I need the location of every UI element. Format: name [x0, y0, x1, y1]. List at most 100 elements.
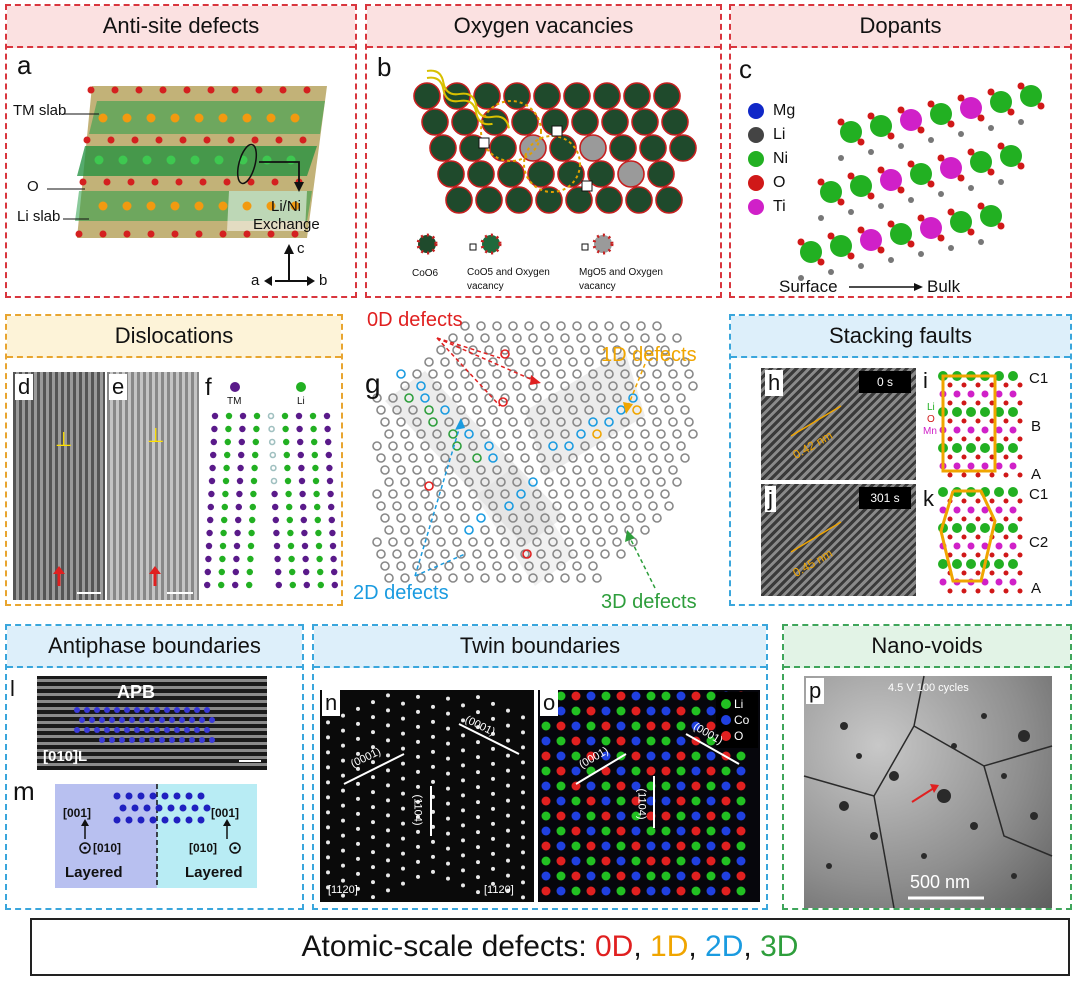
eds-atom	[631, 826, 641, 836]
eds-atom	[646, 826, 656, 836]
lattice-site	[620, 369, 630, 379]
tm-slab-label: TM slab	[13, 102, 67, 119]
eds-atom	[736, 841, 746, 851]
atomic-column	[521, 805, 525, 810]
eds-atom	[541, 841, 551, 851]
layer-k-2: C2	[1029, 534, 1049, 551]
nano-void	[839, 801, 849, 811]
eds-atom	[541, 751, 551, 761]
oxygen-atom	[103, 178, 111, 186]
atomic-column	[401, 791, 405, 796]
layer-i-1: C1	[1029, 370, 1049, 387]
oxygen-atom	[897, 186, 905, 194]
atomic-column	[416, 784, 420, 789]
oxygen-atom	[947, 516, 953, 522]
atomic-column	[491, 881, 495, 886]
octahedron	[587, 160, 615, 188]
dopant-polyhedron	[940, 157, 962, 179]
lattice-site	[640, 525, 650, 535]
lattice-site	[632, 357, 642, 367]
lattice-site	[376, 501, 386, 511]
lattice-site	[404, 441, 414, 451]
atomic-column	[491, 851, 495, 856]
eds-atom	[571, 706, 581, 716]
scale-bar-label: 500 nm	[910, 872, 971, 892]
nano-void	[889, 771, 899, 781]
lattice-site	[424, 501, 434, 511]
structure-atom	[1009, 506, 1017, 514]
lattice-site	[492, 417, 502, 427]
oxygen-atom	[1037, 102, 1045, 110]
atomic-column	[341, 713, 345, 718]
oxygen-atom	[989, 436, 995, 442]
oxygen-atom	[159, 86, 167, 94]
lattice-site	[548, 489, 558, 499]
octahedron	[557, 160, 585, 188]
lattice-site	[492, 321, 502, 331]
lattice-site	[468, 489, 478, 499]
atomic-column	[446, 756, 450, 761]
lattice-site	[596, 441, 606, 451]
lattice-site	[560, 477, 570, 487]
lattice-site	[472, 549, 482, 559]
lattice-site	[468, 441, 478, 451]
octahedron	[647, 160, 675, 188]
lattice-site	[372, 537, 382, 547]
oxygen-atom	[797, 238, 805, 246]
eds-atom	[541, 736, 551, 746]
lattice-site	[512, 525, 522, 535]
lattice-atom	[317, 568, 324, 576]
lattice-atom	[218, 581, 225, 589]
lattice-site	[440, 453, 450, 463]
atomic-column	[506, 753, 510, 758]
octahedron	[639, 134, 667, 162]
oxygen-atom	[847, 252, 855, 260]
oxygen-atom	[987, 168, 995, 176]
lattice-site	[520, 357, 530, 367]
octahedra-network-illustration	[413, 69, 697, 255]
stacking-structures	[790, 371, 1023, 594]
oxygen-atom	[303, 86, 311, 94]
atomic-column	[371, 820, 375, 825]
atomic-column	[326, 855, 330, 860]
lattice-site	[532, 393, 542, 403]
lattice-site	[560, 573, 570, 583]
oxygen-atom	[975, 516, 981, 522]
eds-atom	[616, 826, 626, 836]
atomic-column	[431, 764, 435, 769]
lattice-atom	[329, 542, 337, 550]
structure-atom	[994, 487, 1004, 497]
atomic-column	[341, 758, 345, 763]
li-atom	[818, 215, 824, 221]
atomic-column	[341, 728, 345, 733]
structure-atom	[1008, 487, 1018, 497]
lattice-atom	[326, 477, 334, 485]
octahedron	[549, 134, 577, 162]
dopant-polyhedron	[800, 241, 822, 263]
atomic-column	[431, 734, 435, 739]
eds-atom	[721, 886, 731, 896]
atomic-column	[341, 773, 345, 778]
lattice-site	[448, 525, 458, 535]
lattice-atom	[289, 568, 296, 576]
lattice-site	[396, 513, 406, 523]
lattice-site	[668, 465, 678, 475]
lattice-site	[628, 441, 638, 451]
lattice-atom	[219, 555, 226, 563]
lattice-site	[424, 357, 434, 367]
layered-left-label: Layered	[65, 864, 123, 881]
lattice-site	[524, 513, 534, 523]
oxygen-atom	[967, 148, 975, 156]
apb-atom	[173, 816, 181, 824]
oxygen-atom	[947, 400, 953, 406]
atomic-column	[521, 835, 525, 840]
plane-mid-o: (1104)	[635, 788, 648, 820]
lattice-atom	[331, 581, 338, 589]
eds-atom	[646, 736, 656, 746]
footer-2d: 2D	[705, 930, 744, 963]
structure-atom	[966, 443, 976, 453]
oxygen-atom	[147, 230, 155, 238]
octahedron	[661, 108, 689, 136]
eds-atom	[631, 781, 641, 791]
lattice-atom	[225, 425, 232, 433]
